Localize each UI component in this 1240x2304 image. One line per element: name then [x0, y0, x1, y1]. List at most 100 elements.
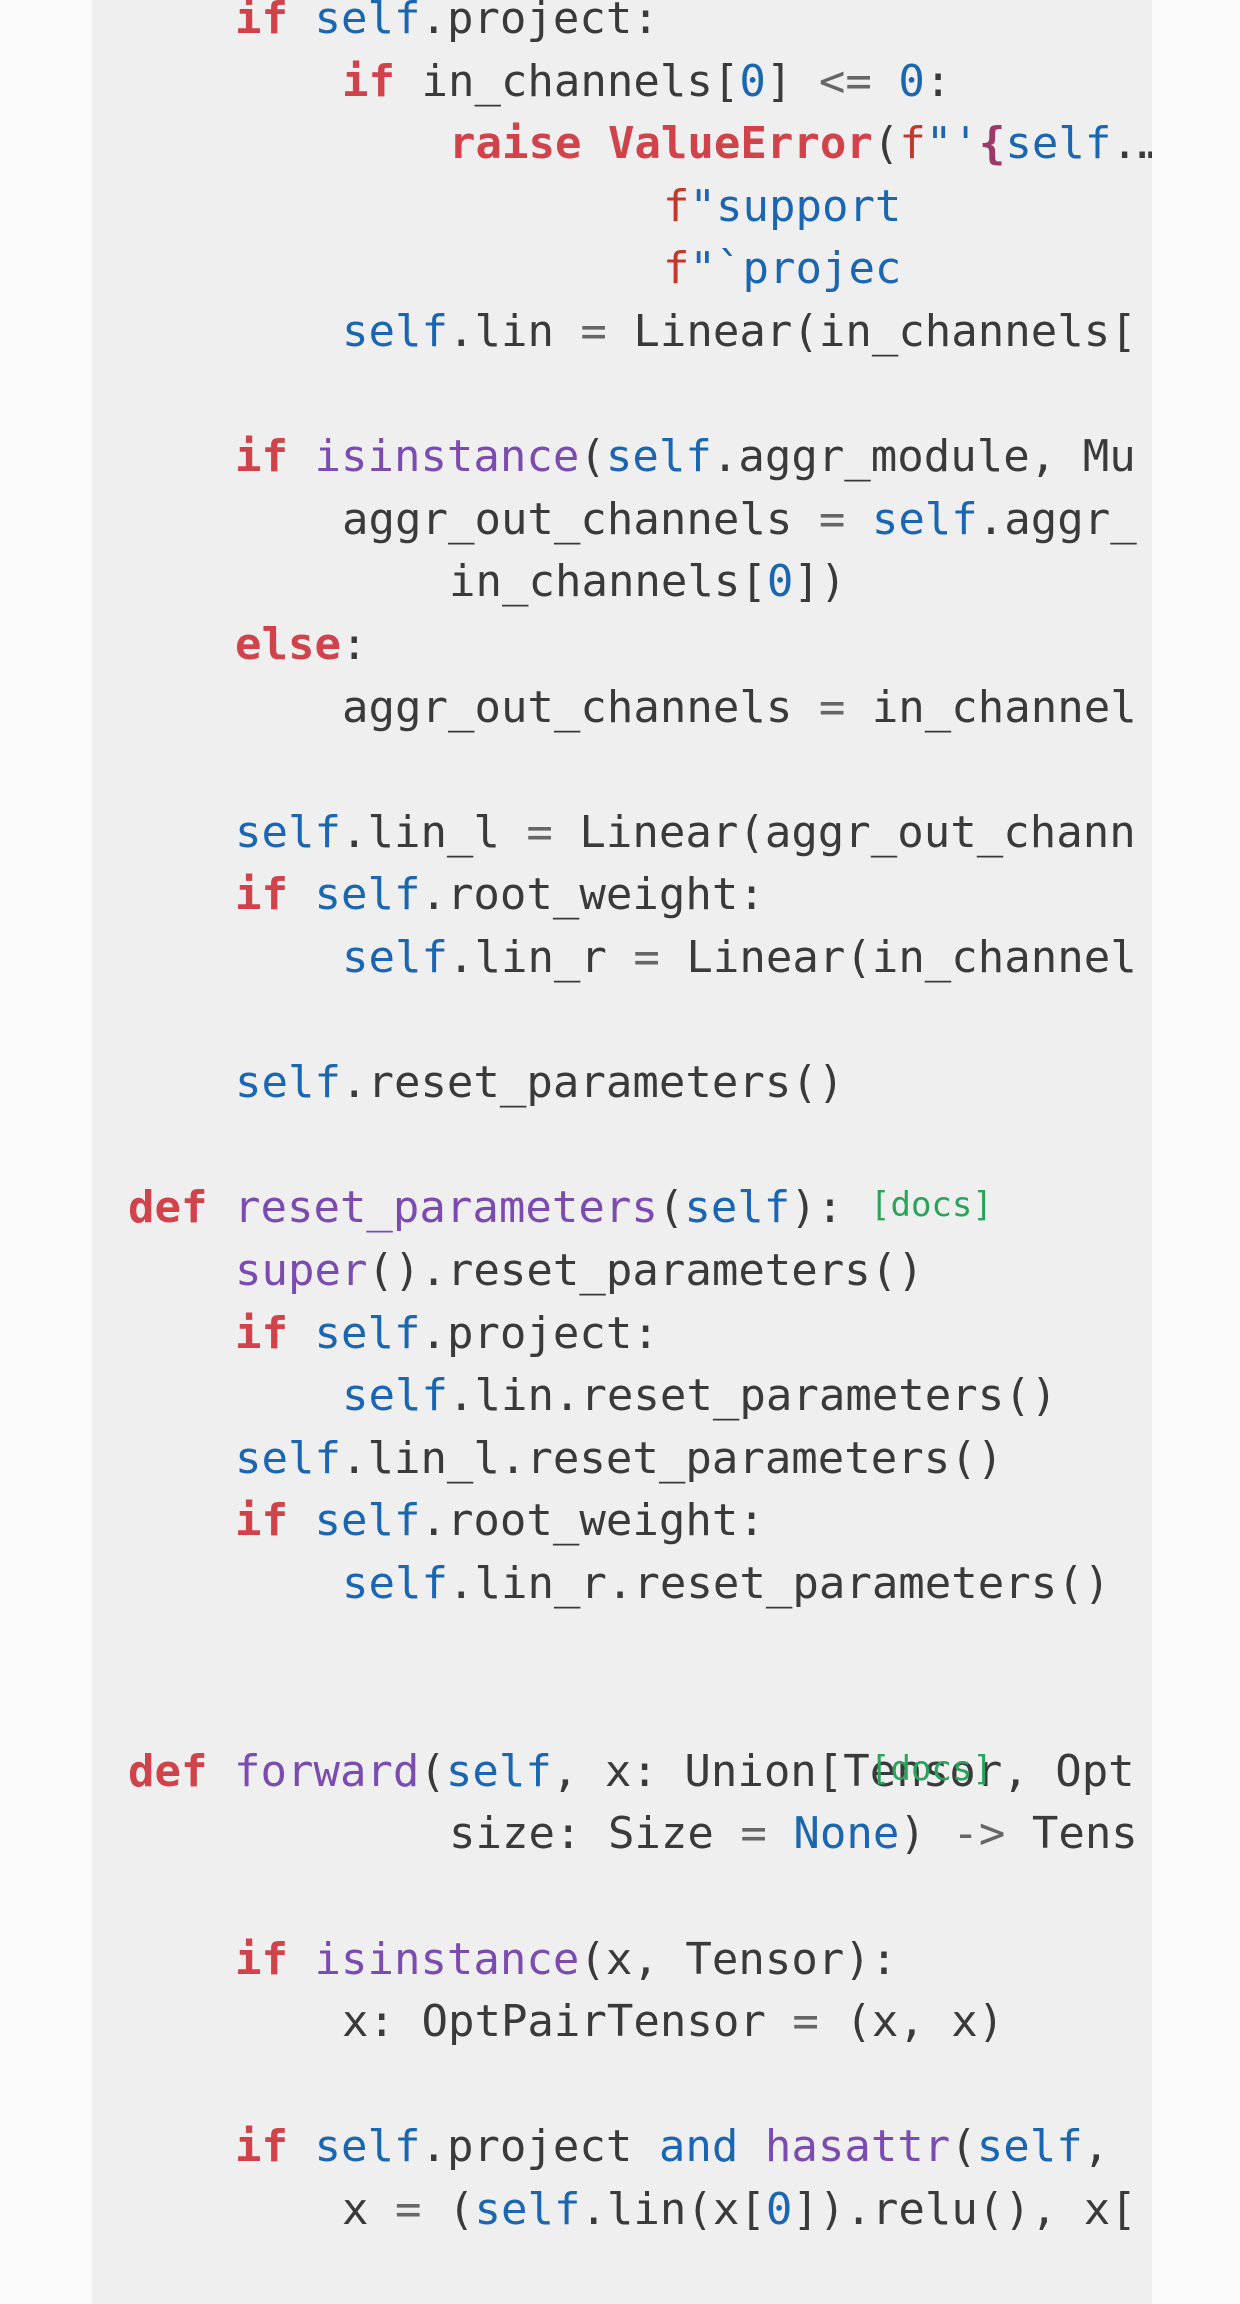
self-identifier: self [342, 932, 448, 983]
code-line: if self.root_weight: [235, 1490, 765, 1552]
operator: = [740, 1808, 767, 1860]
code-text: .reset_parameters() [340, 1057, 845, 1109]
docs-link-reset-parameters[interactable]: [docs] [870, 1185, 993, 1225]
code-text: ) [899, 1808, 953, 1860]
code-text: x [342, 2184, 395, 2235]
code-text: aggr_out_channels [342, 681, 819, 733]
code-text: size: Size [449, 1808, 741, 1860]
code-line: def forward(self, x: Union[Tensor, Opt [128, 1741, 1135, 1803]
number-literal: None [793, 1808, 900, 1860]
self-identifier: and [658, 2121, 739, 2173]
string-prefix: f [663, 180, 690, 232]
code-text [288, 869, 315, 920]
code-text: .lin(x[ [580, 2184, 766, 2235]
code-line: x: OptPairTensor = (x, x) [342, 1991, 1004, 2053]
string-prefix: f [663, 243, 690, 295]
code-line: self.lin_r.reset_parameters() [342, 1553, 1110, 1615]
self-identifier: self [314, 1307, 421, 1359]
code-text: .project: [420, 1307, 659, 1359]
code-text: .lin_l [340, 806, 527, 858]
function-name: isinstance [314, 1933, 580, 1985]
code-line: self.lin_r = Linear(in_channel [342, 927, 1137, 989]
keyword: if [235, 0, 288, 44]
self-identifier: self [235, 1057, 341, 1109]
code-text: .lin.reset_parameters() [447, 1370, 1058, 1422]
operator: = [792, 1996, 819, 2048]
self-identifier: self [342, 1558, 448, 1609]
code-text: ] [765, 55, 819, 107]
keyword: if [235, 2121, 288, 2173]
code-text [845, 494, 872, 545]
keyword: if [235, 1495, 288, 1547]
code-line: f"support [663, 176, 901, 238]
self-identifier: self [342, 306, 448, 357]
code-text: ( [419, 1745, 446, 1797]
code-text: (x, x) [818, 1996, 1005, 2048]
code-line: if self.root_weight: [235, 864, 765, 926]
code-text: ( [421, 2184, 475, 2235]
code-text [767, 1808, 794, 1859]
code-text: : [924, 55, 952, 107]
code-text: : [340, 619, 368, 670]
code-text [288, 1308, 315, 1359]
string-literal: "`projec [689, 243, 902, 295]
operator: = [633, 932, 660, 983]
code-line: else: [235, 614, 367, 676]
code-text: .project [420, 2121, 659, 2173]
code-text: .aggr_module, Mu [711, 431, 1136, 483]
keyword: def [128, 1745, 208, 1797]
code-line: aggr_out_channels = self.aggr_ [342, 489, 1137, 551]
code-text: .lin_r.reset_parameters() [447, 1558, 1111, 1609]
code-text: .root_weight: [420, 1495, 765, 1547]
function-name: reset_parameters [233, 1182, 658, 1234]
code-text: ( [872, 118, 900, 170]
keyword: if [235, 869, 288, 921]
self-identifier: self [976, 2121, 1083, 2173]
code-text: .lin_l.reset_parameters() [340, 1432, 1004, 1484]
self-identifier: self [314, 2121, 421, 2173]
code-text: in_channel [845, 681, 1137, 733]
code-line: if self.project and hasattr(self, [235, 2116, 1109, 2178]
code-text: .… [1111, 118, 1152, 170]
code-line: self.lin_l = Linear(aggr_out_chann [235, 802, 1136, 864]
operator: = [818, 681, 846, 733]
code-text: Linear(in_channels[ [606, 306, 1137, 357]
code-line: if isinstance(x, Tensor): [235, 1929, 897, 1991]
code-line: if self.project: [235, 0, 659, 50]
code-text: ]) [793, 556, 847, 608]
code-line: raise ValueError(f"'{self.… [449, 113, 1152, 175]
keyword: else [235, 619, 341, 670]
self-identifier: self [235, 806, 341, 858]
self-identifier: self [235, 1432, 341, 1484]
code-line: def reset_parameters(self): [128, 1177, 843, 1239]
code-line: if self.project: [235, 1303, 659, 1365]
code-text [738, 2121, 765, 2172]
keyword: if [235, 431, 288, 483]
code-text: ]).relu(), x[ [792, 2184, 1137, 2235]
self-identifier: self [1005, 118, 1112, 170]
code-text [288, 1495, 315, 1546]
code-line: x = (self.lin(x[0]).relu(), x[ [342, 2179, 1137, 2241]
string-literal: "support [689, 180, 902, 232]
code-text: .root_weight: [420, 869, 765, 921]
function-name: forward [233, 1745, 420, 1797]
code-line: f"`projec [663, 238, 901, 300]
code-text: Linear(in_channel [659, 932, 1137, 983]
docs-link-forward[interactable]: [docs] [870, 1749, 993, 1789]
code-line: self.lin = Linear(in_channels[ [342, 301, 1137, 363]
code-line: super().reset_parameters() [235, 1240, 924, 1302]
operator: = [818, 493, 846, 545]
source-code-panel: if self.project:if in_channels[0] <= 0:r… [92, 0, 1152, 2304]
code-text [207, 1182, 234, 1233]
code-line: self.lin.reset_parameters() [342, 1365, 1057, 1427]
function-name: isinstance [314, 431, 580, 483]
keyword: if [235, 1933, 288, 1985]
self-identifier: self [605, 431, 712, 483]
code-text: ( [579, 431, 606, 483]
code-line: self.lin_l.reset_parameters() [235, 1428, 1003, 1490]
code-text [288, 431, 315, 482]
code-text [872, 56, 899, 107]
code-text: .lin_r [447, 932, 634, 983]
code-text: in_channels[ [394, 55, 740, 107]
code-line: aggr_out_channels = in_channel [342, 677, 1137, 739]
